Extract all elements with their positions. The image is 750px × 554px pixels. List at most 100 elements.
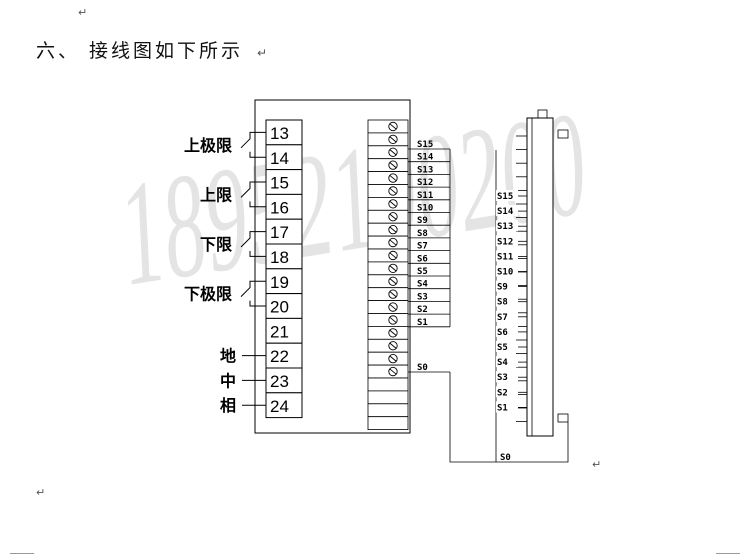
paragraph-mark: ↵: [36, 486, 46, 499]
connector-cell: [367, 364, 409, 379]
signal-connector: [367, 119, 409, 431]
sensor-label-bg: [496, 190, 518, 201]
connector-cell: [367, 325, 409, 340]
switch-label: 下极限: [184, 285, 233, 304]
sensor-label-bg: [496, 401, 518, 413]
connector-cell: [367, 261, 409, 276]
switch-label: 下限: [200, 235, 233, 254]
paragraph-mark: ↵: [78, 6, 88, 19]
signal-label: S6: [417, 254, 428, 264]
sensor-label-bg: [496, 356, 518, 368]
sensor-label: S10: [497, 268, 513, 278]
connector-cell: [367, 377, 409, 392]
connector-cell: [367, 222, 409, 237]
sensor-label: S11: [497, 252, 513, 262]
common-return-wire: [449, 372, 569, 463]
screw-slot: [389, 188, 397, 194]
connector-cell: [367, 119, 409, 134]
terminal-number: 15: [270, 174, 289, 193]
screw-slot: [389, 368, 397, 375]
power-labels: 地中相: [220, 347, 266, 415]
signal-label: S14: [417, 153, 434, 163]
terminal-13: [265, 119, 303, 146]
terminal-16: [265, 193, 303, 220]
meter-housing: [254, 99, 411, 434]
terminal-number: 20: [270, 298, 289, 317]
sensor-label-bg: [496, 341, 518, 352]
terminal-21: [265, 317, 303, 344]
connector-cell: [367, 196, 409, 211]
screw-slot: [389, 123, 397, 130]
sensor-label-bg: [496, 325, 518, 337]
connector-cell: [367, 132, 409, 147]
connector-cell: [367, 416, 409, 431]
signal-label: S7: [417, 242, 428, 252]
signal-label: S8: [417, 229, 428, 239]
screw-slot: [389, 136, 397, 143]
screw-slot: [389, 162, 397, 168]
terminal-24: [265, 392, 303, 419]
sensor-label-bg: [496, 295, 518, 307]
sensor-label: S7: [497, 313, 508, 323]
sensor-label-bg: [496, 220, 518, 232]
terminal-number: 14: [270, 149, 289, 168]
terminal-number: 22: [270, 347, 289, 366]
sensor-label: S13: [497, 222, 513, 232]
signal-label: S2: [417, 305, 428, 315]
screw-slot: [389, 304, 397, 310]
sensor-label: S9: [497, 283, 508, 293]
sensor-label-bg: [496, 280, 518, 292]
screw-slot: [389, 252, 397, 259]
sensor-label: S15: [497, 192, 513, 202]
connector-cell: [367, 171, 409, 185]
sensor-label-bg: [496, 386, 518, 398]
screw-slot: [389, 342, 397, 349]
signal-label: S11: [417, 191, 433, 201]
paragraph-mark: ↵: [257, 46, 271, 60]
connector-cell: [367, 274, 409, 289]
screw-slot: [389, 226, 397, 233]
sensor-label-bg: [496, 205, 518, 217]
sensor-label: S2: [497, 388, 508, 398]
terminal-number: 16: [270, 198, 289, 217]
section-heading: 六、 接线图如下所示↵: [36, 36, 270, 63]
sensor-bracket-top: [557, 129, 569, 139]
sensor-label: S12: [497, 237, 513, 247]
terminal-number: 18: [270, 248, 289, 267]
switch-label: 上限: [200, 185, 233, 204]
power-label: 中: [220, 371, 236, 390]
connector-cell: [367, 403, 409, 418]
terminal-number: 24: [270, 397, 289, 416]
screw-slot: [389, 291, 397, 297]
sensor-cap: [537, 109, 548, 119]
terminal-number: 21: [270, 322, 289, 341]
sensor-bracket-bottom: [557, 413, 569, 423]
screw-slot: [389, 278, 397, 285]
power-label: 相: [220, 396, 236, 415]
signal-label: S13: [417, 165, 433, 175]
common-label-bottom: S0: [500, 453, 511, 463]
sensor-label: S1: [497, 403, 508, 413]
terminal-17: [265, 218, 303, 245]
screw-slot: [389, 239, 397, 246]
switch-contact: [240, 181, 266, 208]
sensor-label: S8: [497, 298, 508, 308]
sensor-label-bg: [496, 265, 518, 277]
connector-cell: [367, 248, 409, 263]
connector-cell: [367, 235, 409, 250]
terminal-number: 13: [270, 124, 289, 143]
sensor-label-bg: [496, 371, 518, 383]
switch-contact: [240, 131, 266, 158]
sensor-label-bg: [496, 310, 518, 322]
sensor-label: S5: [497, 343, 508, 353]
connector-cell: [367, 300, 409, 314]
signal-label: S4: [417, 280, 428, 290]
switch-contact: [240, 280, 266, 307]
signal-label: S15: [417, 140, 433, 150]
connector-cell: [367, 209, 409, 224]
screw-slot: [389, 317, 397, 323]
sensor-label-bg: [496, 235, 518, 247]
